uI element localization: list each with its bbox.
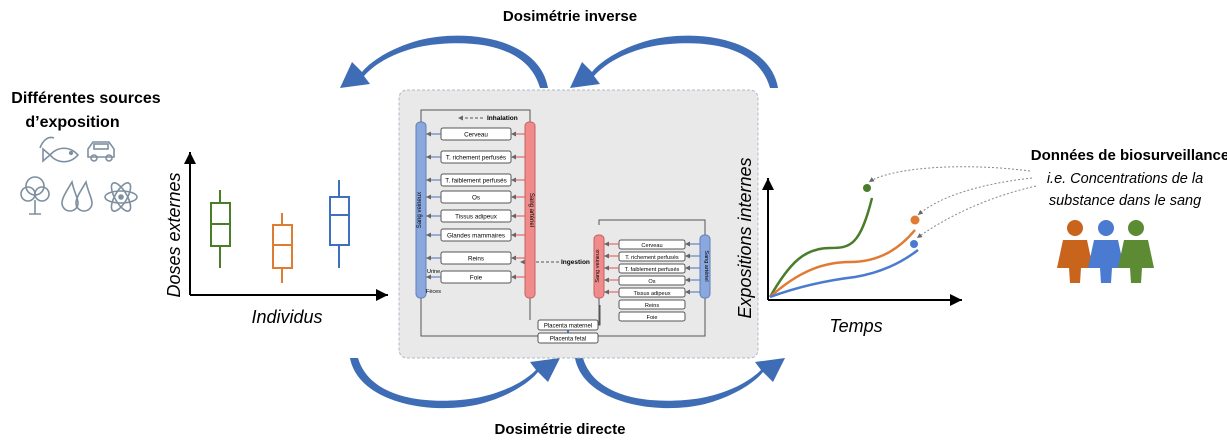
box-blue: [329, 180, 350, 268]
direct-arrow-left-icon: [350, 358, 560, 409]
svg-text:Foie: Foie: [647, 315, 658, 321]
fetal-organ-reins: Reins: [618, 299, 686, 310]
svg-text:Tissus adipeux: Tissus adipeux: [633, 291, 670, 297]
fetal-organ-foie: Foie: [618, 311, 686, 322]
maternal-organ-adipeux: Tissus adipeux: [440, 209, 512, 223]
svg-text:Cerveau: Cerveau: [641, 243, 662, 249]
person-orange-icon: [1057, 220, 1093, 283]
svg-text:Glandes mammaires: Glandes mammaires: [447, 233, 505, 240]
exposure-source-icons: [20, 136, 138, 215]
svg-text:Sang artériel: Sang artériel: [703, 250, 709, 281]
internal-exposure-xlabel: Temps: [829, 316, 882, 336]
maternal-organ-reins: Reins: [440, 251, 512, 265]
maternal-organ-foie: Foie: [440, 270, 512, 284]
svg-text:T. richement perfusés: T. richement perfusés: [625, 255, 679, 261]
svg-text:Os: Os: [472, 195, 480, 202]
maternal-organ-faiblement: T. faiblement perfusés: [440, 173, 512, 187]
curve-green: [768, 197, 874, 298]
svg-text:Os: Os: [648, 279, 655, 285]
external-dose-plot: Doses externes Individus: [164, 152, 388, 327]
person-green-icon: [1118, 220, 1154, 283]
point-green: [863, 184, 871, 192]
pbpk-panel: Inhalation Ingestion Sang veineux Sang a…: [398, 89, 759, 359]
direct-arrow-right-icon: [575, 358, 785, 409]
svg-text:Reins: Reins: [645, 303, 660, 309]
point-blue: [910, 240, 918, 248]
external-dose-ylabel: Doses externes: [164, 172, 184, 297]
car-icon: [87, 141, 115, 162]
maternal-organ-os: Os: [440, 190, 512, 204]
maternal-venous-blood: [415, 121, 427, 299]
curve-blue: [769, 249, 919, 299]
ingestion-label: Ingestion: [561, 259, 590, 266]
water-drops-icon: [61, 179, 93, 212]
people-icons: [1057, 220, 1154, 283]
fetal-arterial-blood: [699, 234, 711, 299]
maternal-organ-mammaires: Glandes mammaires: [440, 228, 512, 242]
fetal-organ-richement: T. richement perfusés: [618, 251, 686, 262]
inverse-arrow-left-icon: [340, 35, 548, 88]
svg-text:Sang veineux: Sang veineux: [595, 249, 601, 283]
direct-dosimetry-label: Dosimétrie directe: [494, 421, 626, 438]
tree-icon: [20, 176, 50, 215]
fetal-organ-list: Cerveau T. richement perfusés T. faiblem…: [618, 239, 686, 322]
svg-text:Placenta fetal: Placenta fetal: [550, 337, 586, 343]
svg-text:Tissus adipeux: Tissus adipeux: [455, 214, 498, 221]
feces-label: Fèces: [426, 289, 441, 295]
svg-text:T. richement perfusés: T. richement perfusés: [446, 155, 506, 162]
box-orange: [272, 213, 293, 283]
biomonitoring-title: Données de biosurveillance: [1030, 147, 1227, 164]
maternal-organ-cerveau: Cerveau: [440, 127, 512, 141]
svg-text:T. faiblement perfusés: T. faiblement perfusés: [445, 178, 507, 185]
svg-text:Sang artériel: Sang artériel: [528, 193, 534, 227]
svg-text:Reins: Reins: [468, 256, 484, 263]
point-orange: [910, 215, 920, 225]
internal-exposure-plot: Expositions internes Temps: [735, 157, 1037, 336]
svg-text:Sang veineux: Sang veineux: [417, 192, 423, 228]
box-green: [210, 190, 231, 268]
svg-text:Cerveau: Cerveau: [464, 132, 488, 139]
fetal-organ-os: Os: [618, 275, 686, 286]
internal-exposure-ylabel: Expositions internes: [735, 157, 755, 318]
curve-orange: [769, 229, 916, 298]
sources-title-line1: Différentes sources: [11, 90, 161, 107]
sources-title-line2: d’exposition: [25, 114, 120, 131]
biomonitoring-line1: i.e. Concentrations de la: [1046, 171, 1204, 187]
maternal-organ-richement: T. richement perfusés: [440, 150, 512, 164]
svg-text:T. faiblement perfusés: T. faiblement perfusés: [625, 267, 680, 273]
atom-icon: [104, 182, 138, 212]
inverse-dosimetry-label: Dosimétrie inverse: [502, 8, 638, 25]
person-blue-icon: [1088, 220, 1124, 283]
placenta: Placenta maternel Placenta fetal: [537, 319, 599, 344]
inverse-arrow-right-icon: [570, 35, 778, 88]
fetal-organ-adipeux: Tissus adipeux: [618, 287, 686, 298]
maternal-arterial-blood: [524, 121, 536, 299]
maternal-organ-list: Cerveau T. richement perfusés T. faiblem…: [440, 127, 512, 284]
inhalation-label: Inhalation: [487, 115, 518, 122]
fetal-organ-faiblement: T. faiblement perfusés: [618, 263, 686, 274]
external-dose-xlabel: Individus: [251, 307, 322, 327]
fetal-organ-cerveau: Cerveau: [618, 239, 686, 250]
biomonitoring-line2: substance dans le sang: [1048, 193, 1202, 209]
urine-label: Urine: [427, 269, 440, 275]
svg-text:Foie: Foie: [470, 275, 483, 282]
svg-text:Placenta maternel: Placenta maternel: [544, 324, 592, 330]
fish-icon: [39, 136, 80, 163]
